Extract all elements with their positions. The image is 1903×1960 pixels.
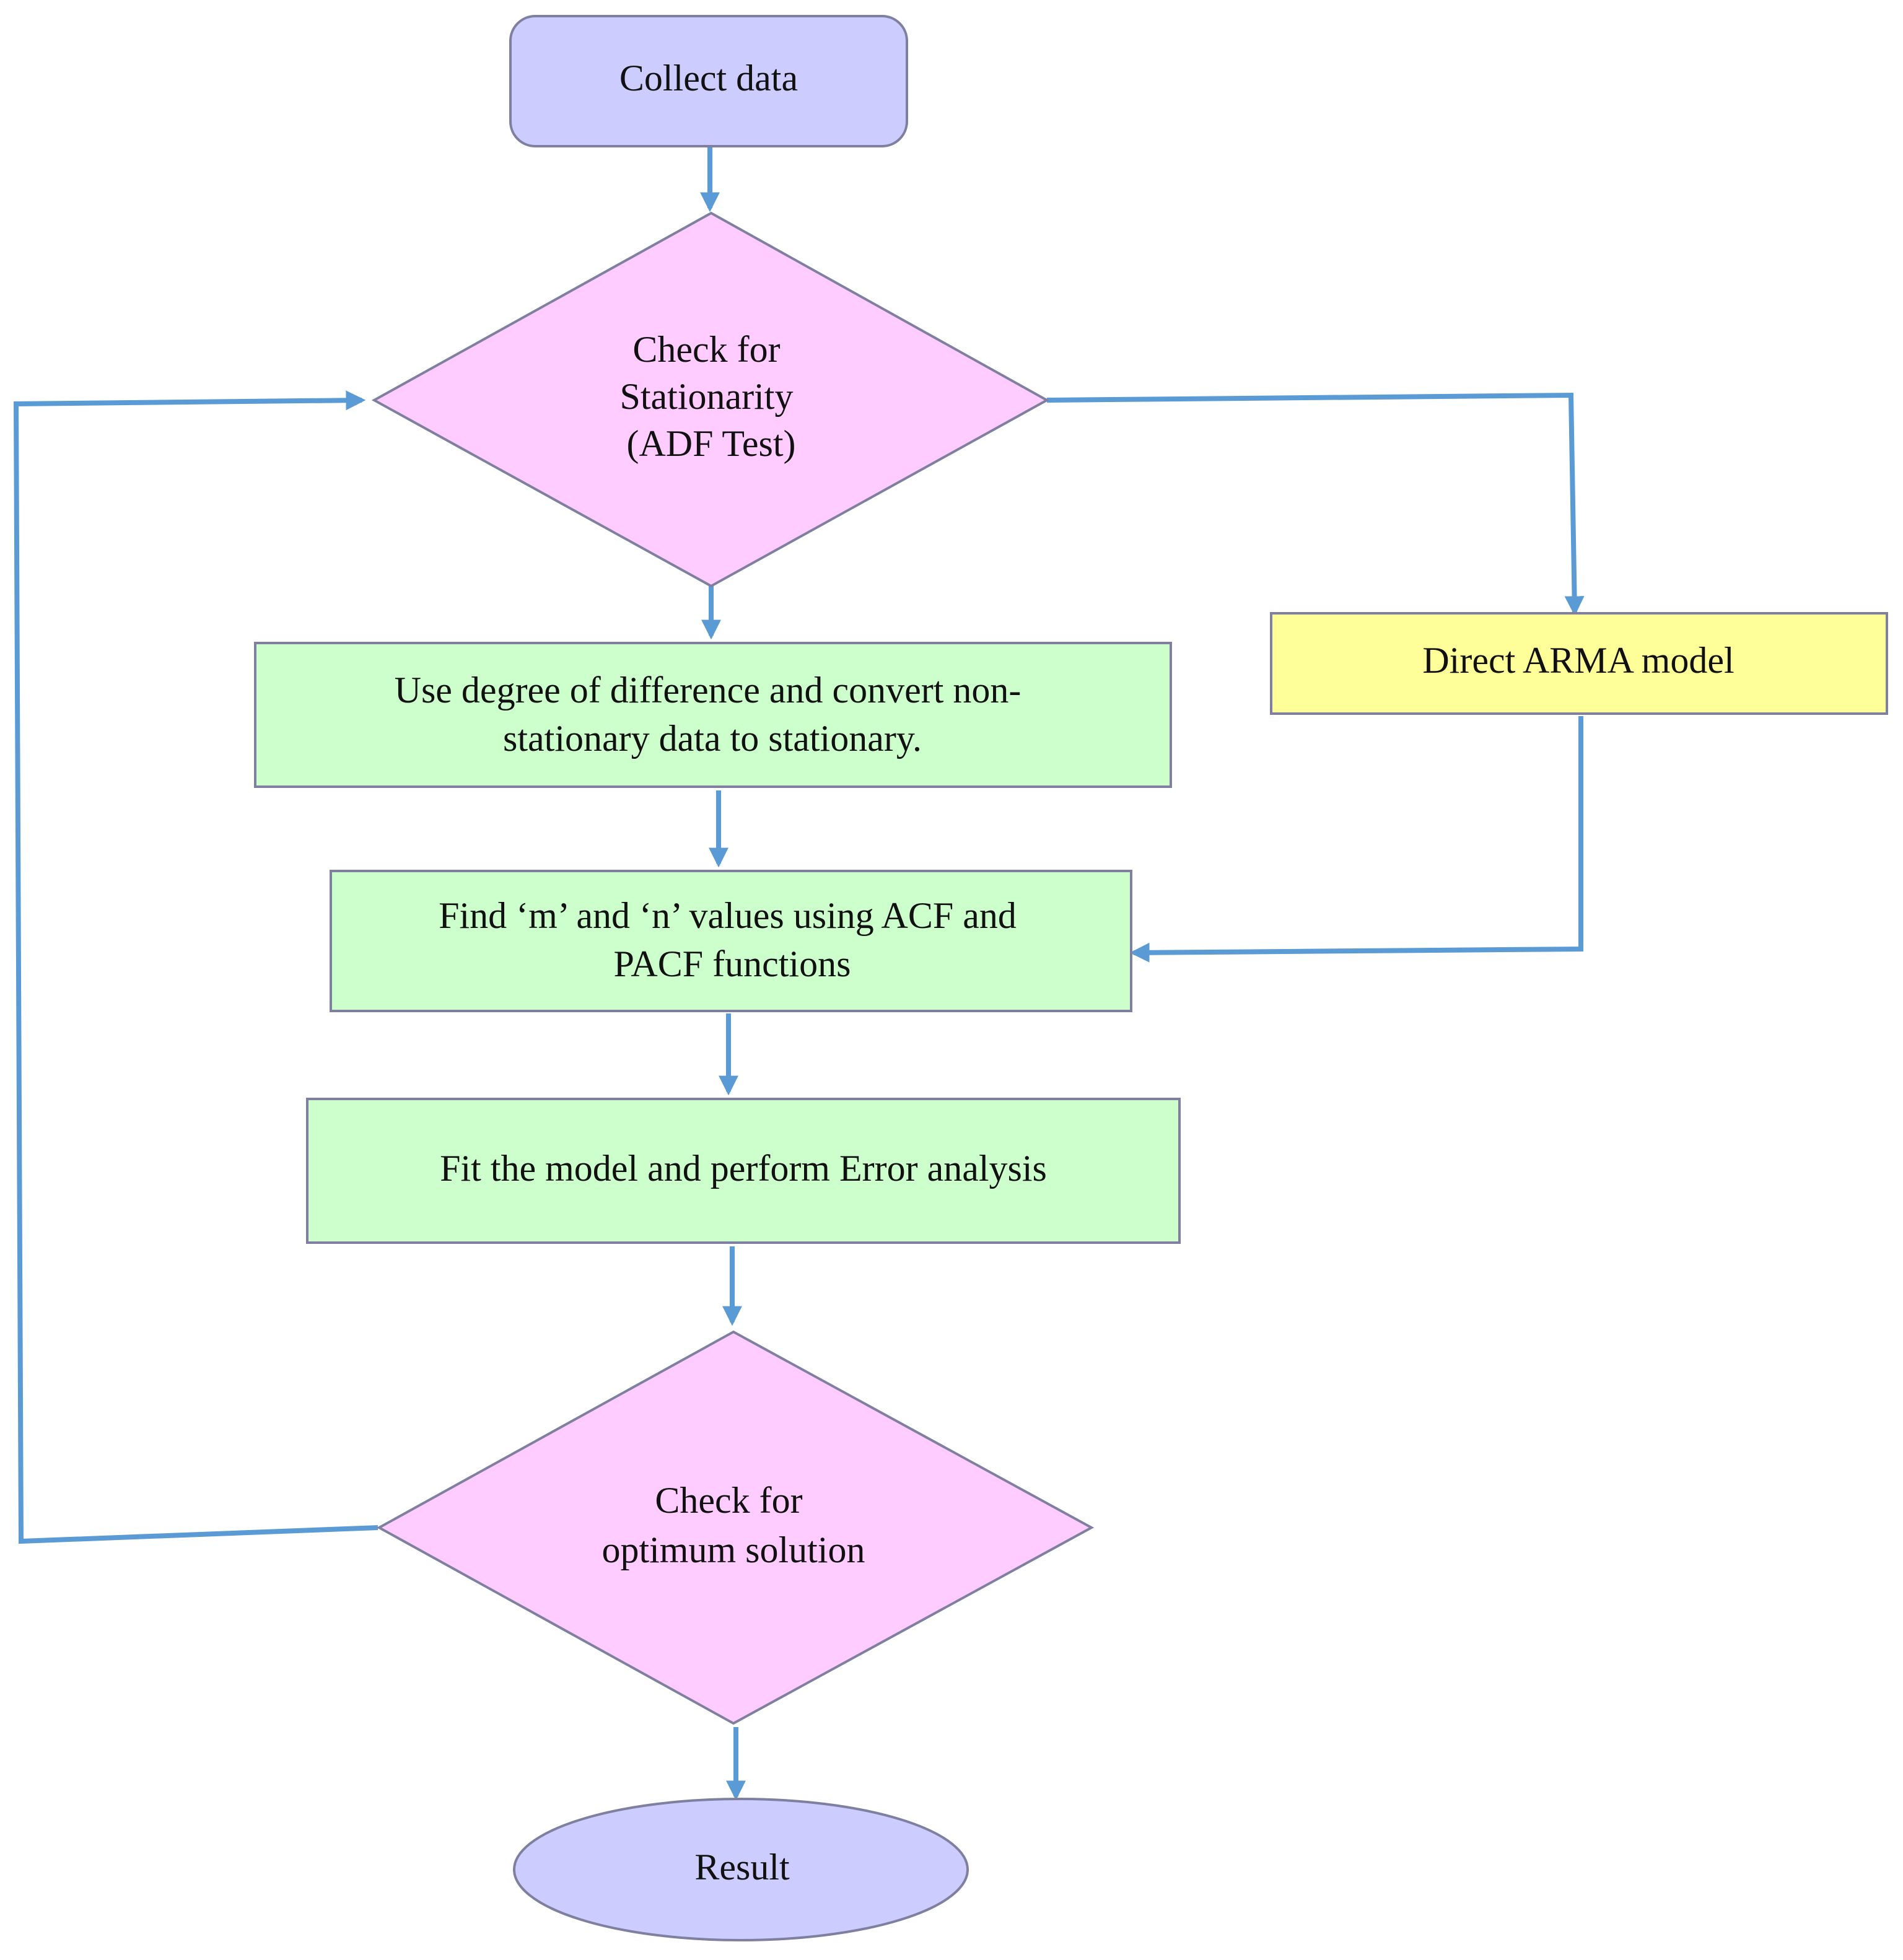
fit-model-box [306, 1098, 1181, 1244]
difference-label: Use degree of difference and convert non… [395, 670, 1031, 759]
stationarity-label: Check for Stationarity (ADF Test) [620, 329, 803, 464]
result-ellipse [513, 1798, 969, 1941]
result-label: Result [694, 1847, 790, 1888]
connectors [13, 146, 1585, 1801]
fit-model-label: Fit the model and perform Error analysis [440, 1148, 1047, 1189]
acf-pacf-box [330, 870, 1132, 1012]
edge-stationarity-to-arma [1046, 392, 1585, 616]
edge-arma-to-acf [1129, 716, 1583, 963]
optimum-decision-diamond [376, 1330, 1095, 1725]
collect-data-box [509, 15, 908, 147]
stationarity-decision-diamond [371, 211, 1050, 588]
acf-pacf-label: Find ‘m’ and ‘n’ values using ACF and PA… [439, 895, 1026, 984]
edge-optimum-loop-to-stationarity [13, 390, 378, 1544]
optimum-label: Check for optimum solution [602, 1480, 865, 1570]
direct-arma-box [1270, 612, 1888, 715]
collect-data-label: Collect data [619, 58, 798, 98]
direct-arma-label: Direct ARMA model [1422, 640, 1734, 681]
difference-box [254, 642, 1172, 788]
